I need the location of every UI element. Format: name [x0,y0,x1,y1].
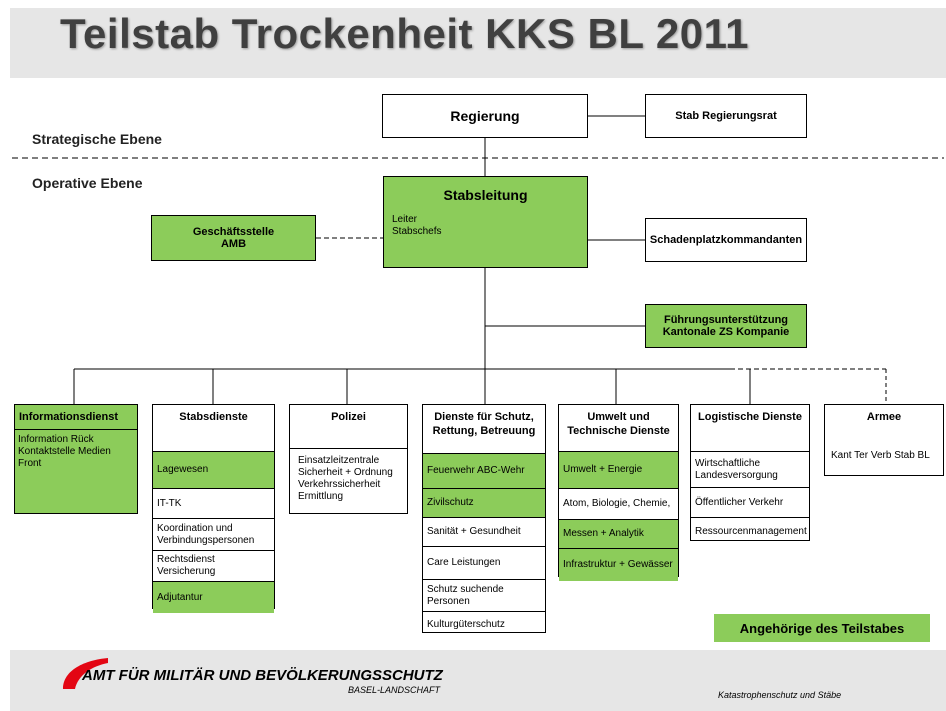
geschaeftsstelle-line1: Geschäftsstelle [192,226,275,238]
column-dienste-schutz: Dienste für Schutz, Rettung, Betreuung F… [422,404,546,633]
column-polizei: Polizei Einsatzleitzentrale Sicherheit +… [289,404,408,514]
column-item: Ressourcenmanagement [691,517,809,545]
column-item: Kant Ter Verb Stab BL [831,450,930,461]
stabsleitung-stabschefs: Stabschefs [392,226,442,237]
column-item: Wirtschaftliche Landesversorgung [691,451,809,487]
geschaeftsstelle-box: Geschäftsstelle AMB [151,215,316,261]
footer-org-name: AMT FÜR MILITÄR UND BEVÖLKERUNGSSCHUTZ [82,667,443,684]
footer-bar [10,650,946,711]
title-bar [10,8,946,78]
stabsleitung-leiter: Leiter [392,214,418,225]
column-item: Information Rück Kontaktstelle Medien Fr… [15,429,137,474]
column-item: Schutz suchende Personen [423,579,545,611]
column-item: IT-TK [153,488,274,518]
strategic-level-label: Strategische Ebene [32,131,162,147]
column-item: Adjutantur [153,581,274,613]
column-informationsdienst: Informationsdienst Information Rück Kont… [14,404,138,514]
column-title: Informationsdienst [19,411,119,423]
stabsleitung-title: Stabsleitung [443,187,528,203]
column-item: Infrastruktur + Gewässer [559,548,678,581]
stabsleitung-box: Stabsleitung Leiter Stabschefs [383,176,588,268]
schadenplatz-box: Schadenplatzkommandanten [645,218,807,262]
column-title: Umwelt und Technische Dienste [567,411,670,437]
column-item: Feuerwehr ABC-Wehr [423,453,545,488]
column-title: Dienste für Schutz, Rettung, Betreuung [432,411,536,437]
column-item: Rechtsdienst Versicherung [153,550,274,581]
regierung-box: Regierung [382,94,588,138]
fuehrung-line2: Kantonale ZS Kompanie [662,326,790,338]
column-item: Atom, Biologie, Chemie, [559,488,678,519]
column-title: Polizei [331,411,366,423]
fuehrung-line1: Führungsunterstützung [663,314,789,326]
column-item: Kulturgüterschutz [423,611,545,637]
footer-org-sub: BASEL-LANDSCHAFT [348,685,441,695]
page-title: Teilstab Trockenheit KKS BL 2011 [60,10,750,57]
column-title: Logistische Dienste [698,411,802,423]
column-item: Care Leistungen [423,546,545,579]
column-item: Lagewesen [153,451,274,488]
column-item: Messen + Analytik [559,519,678,548]
column-logistik: Logistische Dienste Wirtschaftliche Land… [690,404,810,541]
stab-regierungsrat-box: Stab Regierungsrat [645,94,807,138]
column-umwelt: Umwelt und Technische Dienste Umwelt + E… [558,404,679,581]
geschaeftsstelle-line2: AMB [220,238,247,250]
column-item: Öffentlicher Verkehr [691,487,809,517]
column-item: Einsatzleitzentrale Sicherheit + Ordnung… [290,448,407,509]
column-item: Koordination und Verbindungspersonen [153,518,274,550]
column-armee: Armee Kant Ter Verb Stab BL [824,404,944,476]
legend-box: Angehörige des Teilstabes [714,614,930,642]
column-title: Stabsdienste [179,411,248,423]
operative-level-label: Operative Ebene [32,175,143,191]
footer-right-text: Katastrophenschutz und Stäbe [718,690,842,700]
fuehrungsunterstuetzung-box: Führungsunterstützung Kantonale ZS Kompa… [645,304,807,348]
column-stabsdienste: Stabsdienste Lagewesen IT-TK Koordinatio… [152,404,275,613]
column-item: Sanität + Gesundheit [423,517,545,546]
column-item: Umwelt + Energie [559,451,678,488]
column-title: Armee [866,411,902,423]
column-item: Zivilschutz [423,488,545,517]
